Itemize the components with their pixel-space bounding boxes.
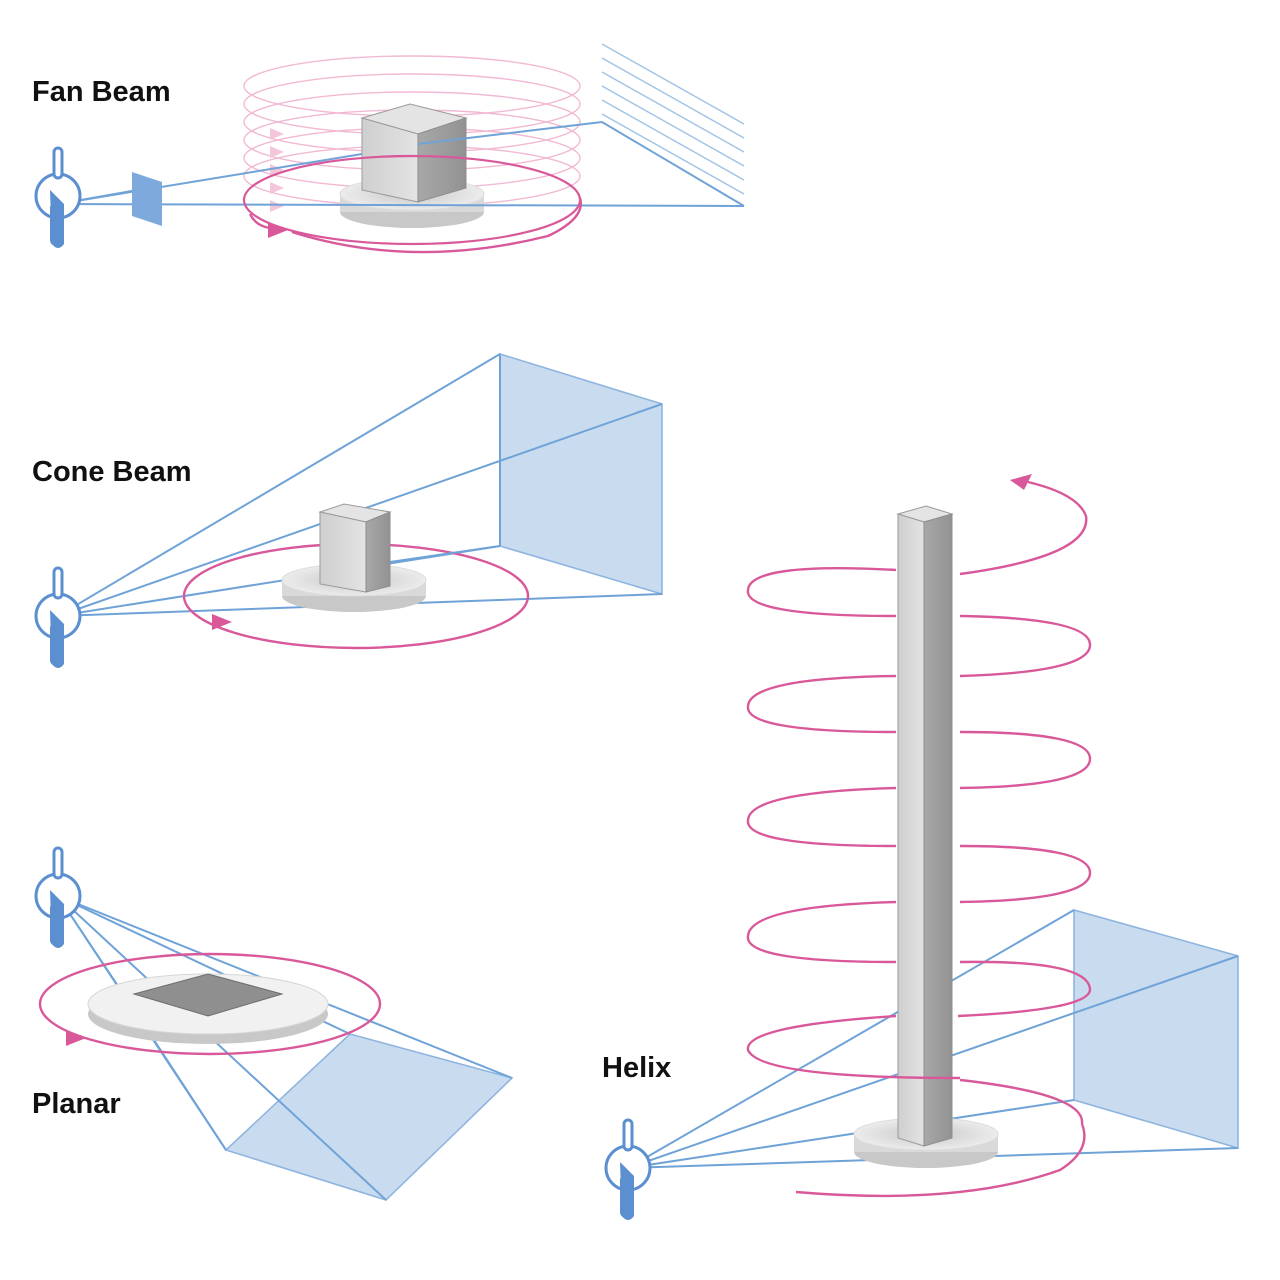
xray-source-icon xyxy=(34,146,82,250)
fan-beam-ghost-arrows xyxy=(270,128,284,212)
fan-beam-rotation-ellipse xyxy=(242,154,582,246)
helix-detector xyxy=(1073,908,1239,1150)
fan-beam-cube-object xyxy=(360,103,468,203)
rotation-arrow-icon xyxy=(1010,474,1032,490)
cone-beam-block-object xyxy=(318,503,392,593)
helix-label: Helix xyxy=(602,1052,672,1084)
cone-beam-detector xyxy=(499,352,663,596)
fan-beam-label: Fan Beam xyxy=(32,76,171,108)
helix-spiral-path xyxy=(746,480,1092,1198)
fan-beam-rotation-path xyxy=(248,197,583,254)
planar-rotation-path xyxy=(38,952,382,1056)
xray-source-icon xyxy=(34,846,82,950)
helix-panel xyxy=(604,474,1239,1222)
xray-source-icon xyxy=(604,1118,652,1222)
planar-flat-object xyxy=(132,973,284,1017)
fan-beam-detector-lines xyxy=(601,43,745,195)
cone-beam-label: Cone Beam xyxy=(32,456,192,488)
rotation-arrow-icon xyxy=(66,1030,86,1046)
xray-source-icon xyxy=(34,566,82,670)
planar-label: Planar xyxy=(32,1088,121,1120)
cone-beam-panel xyxy=(34,352,663,670)
helix-column-object xyxy=(896,505,954,1147)
rotation-arrow-icon xyxy=(268,222,288,238)
planar-detector xyxy=(224,1033,514,1201)
fan-beam-panel xyxy=(34,43,745,254)
fan-beam-collimator xyxy=(132,172,162,226)
planar-panel xyxy=(34,846,514,1201)
rotation-arrow-icon xyxy=(212,614,232,630)
